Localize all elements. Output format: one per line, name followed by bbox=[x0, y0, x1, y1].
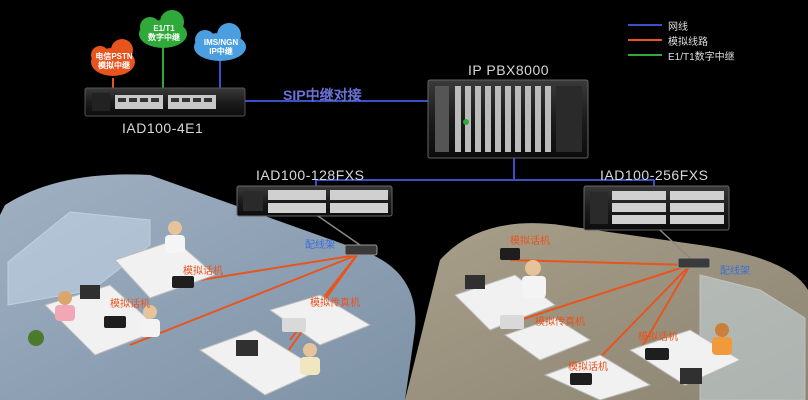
left-patch-panel-label: 配线架 bbox=[305, 240, 335, 251]
legend-e1t1: E1/T1数字中继 bbox=[668, 52, 735, 63]
iad100-4e1-label: IAD100-4E1 bbox=[122, 120, 204, 136]
left-patch-panel bbox=[317, 215, 378, 256]
iad100-256fxs-label: IAD100-256FXS bbox=[600, 167, 709, 183]
right-fax-label: 模拟传真机 bbox=[535, 317, 585, 328]
ip-pbx8000-label: IP PBX8000 bbox=[468, 62, 550, 78]
right-people bbox=[522, 260, 732, 355]
sip-trunk-label: SIP中继对接 bbox=[283, 87, 362, 103]
network-cables bbox=[240, 100, 655, 188]
iad100-256fxs-device bbox=[583, 185, 730, 231]
pstn-cloud bbox=[91, 39, 135, 76]
legend-analog: 模拟线路 bbox=[668, 37, 708, 48]
right-phone-label-1: 模拟话机 bbox=[510, 236, 550, 247]
iad100-128fxs-label: IAD100-128FXS bbox=[256, 167, 365, 183]
ip-pbx8000-device bbox=[427, 79, 589, 159]
left-phones bbox=[80, 276, 306, 356]
left-desks bbox=[44, 239, 372, 396]
iad100-128fxs-device bbox=[236, 185, 393, 217]
right-phones bbox=[465, 248, 702, 385]
right-phone-label-2: 模拟话机 bbox=[638, 332, 678, 343]
left-glass-wall bbox=[7, 211, 151, 306]
left-phone-label-2: 模拟话机 bbox=[110, 299, 150, 310]
iad100-4e1-device bbox=[84, 87, 246, 117]
left-fax-label: 模拟传真机 bbox=[310, 298, 360, 309]
right-phone-label-3: 模拟话机 bbox=[568, 362, 608, 373]
ims-cloud bbox=[194, 23, 246, 61]
e1-cloud bbox=[139, 10, 187, 48]
left-phone-label-1: 模拟话机 bbox=[183, 266, 223, 277]
legend-network: 网线 bbox=[668, 22, 688, 33]
right-patch-panel bbox=[659, 229, 711, 269]
right-patch-panel-label: 配线架 bbox=[720, 266, 750, 277]
left-people bbox=[28, 221, 320, 375]
